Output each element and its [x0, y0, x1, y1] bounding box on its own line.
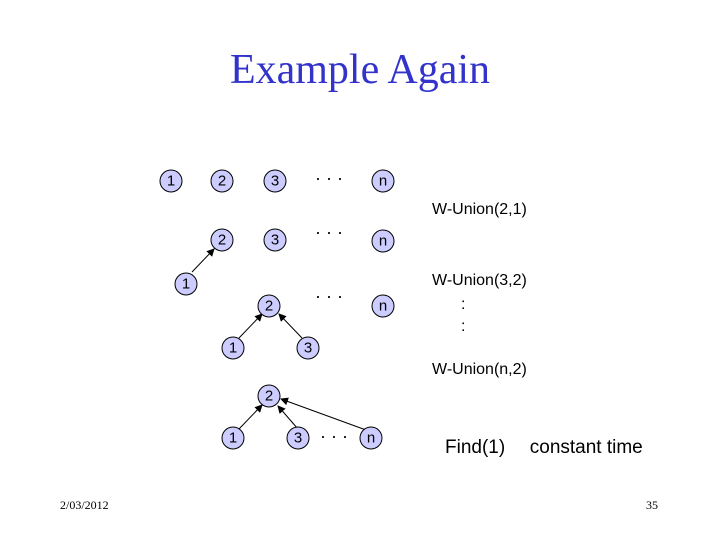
row4-node-n-label: n	[367, 430, 375, 447]
row4-edge-n-to-2	[280, 397, 367, 431]
row2-node-n-label: n	[379, 233, 387, 250]
row3-node-n-label: n	[379, 298, 387, 315]
row4-node-n: n	[359, 426, 383, 450]
row3-node-1-label: 1	[229, 340, 237, 357]
row4-edge-1-to-2	[238, 404, 263, 430]
row2-edge-1-to-2	[191, 248, 215, 273]
row3-edge-1-to-2	[238, 313, 263, 339]
row2-node-1-label: 1	[182, 276, 190, 293]
row4-edge-3-to-2	[277, 405, 299, 430]
row3-node-3: 3	[296, 336, 320, 360]
row3-ellipsis: · · ·	[315, 286, 343, 306]
row3-node-3-label: 3	[304, 340, 312, 357]
row1-node-n: n	[371, 169, 395, 193]
row4-node-3-label: 3	[294, 430, 302, 447]
row2-node-1: 1	[174, 272, 198, 296]
slide-date: 2/03/2012	[60, 498, 109, 512]
find-cost: constant time	[529, 437, 643, 458]
op-w-union-2-1: W-Union(2,1)	[432, 201, 527, 218]
slide-title: Example Again	[229, 47, 491, 93]
row2-node-2-label: 2	[218, 232, 226, 249]
row3-node-2: 2	[257, 294, 281, 318]
row2-ellipsis: · · ·	[315, 222, 343, 242]
row2-node-2: 2	[210, 228, 234, 252]
find-annotation: Find(1) constant time	[445, 437, 643, 459]
row1-node-n-label: n	[379, 173, 387, 190]
row1-node-1-label: 1	[167, 173, 175, 190]
row3-node-n: n	[371, 294, 395, 318]
row4-node-1: 1	[221, 426, 245, 450]
row3-edge-3-to-2	[278, 313, 303, 339]
row1-node-2: 2	[210, 169, 234, 193]
row1-ellipsis: · · ·	[315, 168, 343, 188]
row2-node-3: 3	[263, 228, 287, 252]
row4-node-2-label: 2	[265, 388, 273, 405]
row4-node-3: 3	[286, 426, 310, 450]
op-w-union-n-2: W-Union(n,2)	[432, 361, 527, 378]
slide-page-number: 35	[646, 498, 658, 512]
row1-node-1: 1	[159, 169, 183, 193]
row2-node-3-label: 3	[271, 232, 279, 249]
row1-node-3: 3	[263, 169, 287, 193]
row3-node-1: 1	[221, 336, 245, 360]
row4-ellipsis: · · ·	[320, 426, 348, 446]
row1-node-3-label: 3	[271, 173, 279, 190]
find-call: Find(1)	[445, 437, 506, 458]
op-w-union-3-2: W-Union(3,2)	[432, 272, 527, 289]
vertical-dot-1: :	[461, 296, 466, 313]
vertical-ellipsis: : :	[461, 294, 465, 338]
row4-node-2: 2	[257, 384, 281, 408]
row3-node-2-label: 2	[265, 298, 273, 315]
vertical-dot-2: :	[461, 318, 466, 335]
row2-node-n: n	[371, 229, 395, 253]
row4-node-1-label: 1	[229, 430, 237, 447]
row1-node-2-label: 2	[218, 173, 226, 190]
